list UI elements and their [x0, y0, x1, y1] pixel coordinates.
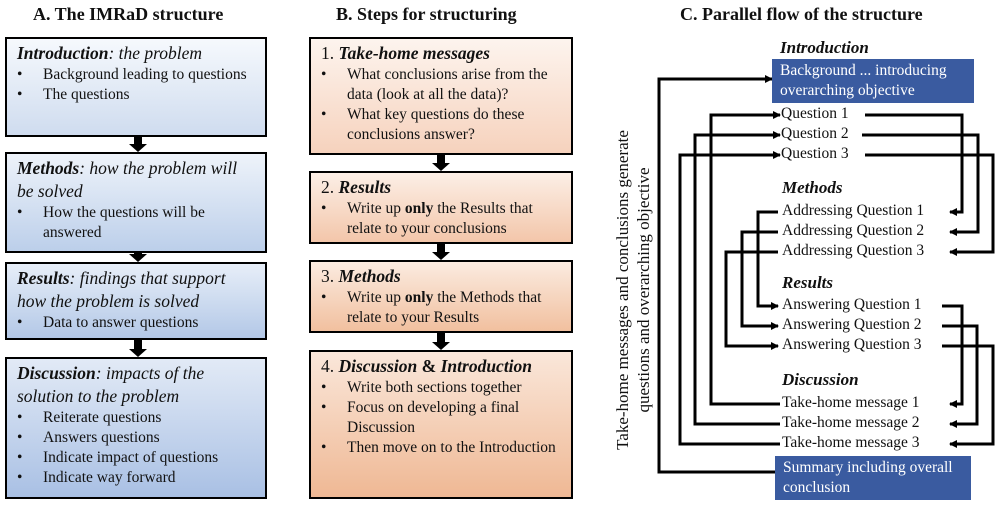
- list-item: Then move on to the Introduction: [321, 438, 563, 458]
- list-item: What key questions do these conclusions …: [321, 105, 563, 145]
- takehome-label: Take-home message 2: [782, 414, 920, 431]
- results-label: Results: [17, 268, 70, 288]
- arrow-addressing1-to-answering1: [756, 210, 779, 310]
- results-box: Results: findings that support how the p…: [5, 262, 267, 340]
- methods-label: Methods: [17, 158, 80, 178]
- arrow-question2-to-addressing2: [862, 133, 980, 236]
- arrow-answering1-to-takehome1: [942, 304, 964, 408]
- step-3-box: 3. Methods Write up only the Methods tha…: [309, 260, 573, 333]
- step-4-box: 4. Discussion & Introduction Write both …: [309, 350, 573, 499]
- step-number: 4.: [321, 356, 335, 376]
- answering-label: Answering Question 2: [782, 316, 922, 333]
- step-1-title: Take-home messages: [338, 43, 491, 63]
- arrow-addressing2-to-answering2: [740, 230, 779, 330]
- step-1-box: 1. Take-home messages What conclusions a…: [309, 37, 573, 155]
- list-item: Data to answer questions: [17, 313, 257, 333]
- question-label: Question 3: [781, 145, 849, 162]
- section-head-methods: Methods: [782, 178, 843, 197]
- question-label: Question 1: [781, 105, 849, 122]
- step-4-title-discussion: Discussion: [338, 356, 418, 376]
- list-item: Indicate impact of questions: [17, 448, 257, 468]
- addressing-label: Addressing Question 2: [782, 222, 925, 239]
- summary-box: Summary including overall conclusion: [775, 456, 971, 500]
- addressing-label: Addressing Question 1: [782, 202, 925, 219]
- answering-label: Answering Question 3: [782, 336, 922, 353]
- step-2-title: Results: [338, 177, 392, 197]
- step-4-title-introduction: Introduction: [440, 356, 533, 376]
- background-box: Background ... introducing overarching o…: [772, 59, 974, 103]
- step-number: 3.: [321, 266, 335, 286]
- introduction-box: Introduction: the problem Background lea…: [5, 37, 267, 137]
- arrow-question1-to-addressing1: [865, 113, 964, 216]
- step-number: 2.: [321, 177, 335, 197]
- question-label: Question 2: [781, 125, 849, 142]
- step-2-box: 2. Results Write up only the Results tha…: [309, 171, 573, 244]
- introduction-label: Introduction: [17, 43, 109, 63]
- list-item: Background leading to questions: [17, 65, 257, 85]
- arrow-takehome3-to-question3: [678, 151, 781, 446]
- step-number: 1.: [321, 43, 335, 63]
- list-item: Indicate way forward: [17, 468, 257, 488]
- panel-b-title: B. Steps for structuring: [336, 4, 517, 24]
- list-item: The questions: [17, 85, 257, 105]
- section-head-introduction: Introduction: [780, 38, 869, 57]
- takehome-label: Take-home message 3: [782, 434, 920, 451]
- arrow-takehome1-to-question1: [709, 111, 781, 406]
- answering-label: Answering Question 1: [782, 296, 922, 313]
- list-item: Write up only the Results that relate to…: [321, 199, 563, 239]
- list-item: Write up only the Methods that relate to…: [321, 288, 563, 328]
- arrow-answering3-to-takehome3: [942, 344, 995, 448]
- list-item: Answers questions: [17, 428, 257, 448]
- panel-a-title: A. The IMRaD structure: [33, 4, 224, 24]
- list-item: Focus on developing a final Discussion: [321, 398, 563, 438]
- methods-desc: : how the problem will be solved: [17, 158, 238, 201]
- results-desc: : findings that support how the problem …: [17, 268, 226, 311]
- discussion-label: Discussion: [17, 363, 96, 383]
- methods-box: Methods: how the problem will be solved …: [5, 152, 267, 253]
- list-item: Reiterate questions: [17, 408, 257, 428]
- introduction-desc: : the problem: [108, 43, 203, 63]
- discussion-box: Discussion: impacts of the solution to t…: [5, 357, 267, 499]
- takehome-label: Take-home message 1: [782, 394, 920, 411]
- section-head-results: Results: [782, 273, 834, 292]
- step-3-title: Methods: [338, 266, 401, 286]
- discussion-desc: : impacts of the solution to the problem: [17, 363, 205, 406]
- panel-c-title: C. Parallel flow of the structure: [680, 4, 923, 24]
- section-head-discussion: Discussion: [782, 370, 859, 389]
- addressing-label: Addressing Question 3: [782, 242, 925, 259]
- arrow-addressing3-to-answering3: [724, 250, 779, 350]
- arrow-question3-to-addressing3: [865, 153, 995, 256]
- list-item: What conclusions arise from the data (lo…: [321, 65, 563, 105]
- arrow-answering2-to-takehome2: [942, 324, 979, 428]
- list-item: How the questions will be answered: [17, 203, 257, 243]
- arrow-summary-to-background: [657, 75, 775, 474]
- list-item: Write both sections together: [321, 378, 563, 398]
- arrow-takehome2-to-question2: [693, 131, 781, 426]
